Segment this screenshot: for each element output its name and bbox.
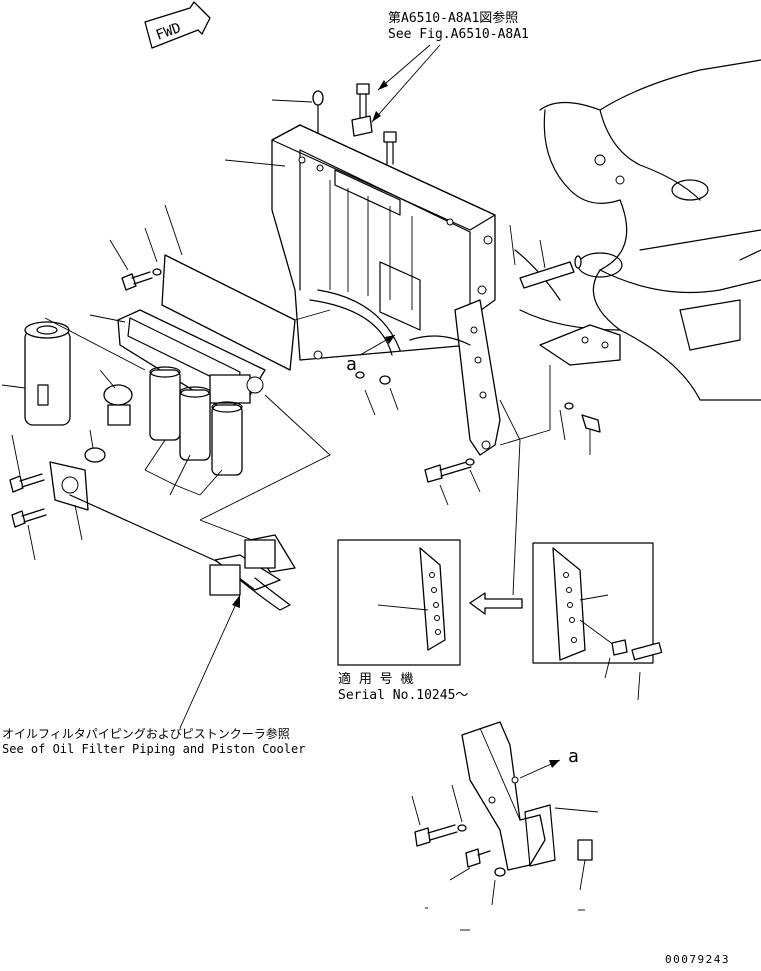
oil-pipe (209, 534, 296, 611)
view-a-label: a (568, 746, 579, 767)
filter-head (89, 309, 266, 411)
washer-pair (355, 371, 399, 416)
oil-ref-jp: オイルフィルタパイピングおよびピストンクーラ参照 (2, 726, 290, 741)
sensor-clamp (99, 369, 133, 426)
reference-top-jp: 第A6510-A8A1図参照 (388, 10, 518, 26)
cover-bolts (109, 227, 162, 291)
view-a-pin (577, 839, 593, 891)
flange-bolt-lower (11, 508, 47, 561)
view-a-bolt-1 (411, 784, 467, 847)
serial-label-jp: 適 用 号 機 (338, 671, 413, 687)
side-bracket (409, 299, 521, 456)
fwd-arrow-icon: FWD (144, 1, 211, 49)
drawing-number: 00079243 (665, 953, 730, 966)
inset-arrow-icon (469, 592, 523, 615)
inset-bolt (604, 639, 663, 701)
inset-new-bracket (337, 539, 461, 666)
inset-old-bracket (532, 542, 654, 664)
top-bolt (356, 83, 370, 119)
spacer-pin (509, 224, 582, 289)
clamp-block (351, 115, 373, 137)
view-a-bolt-2 (449, 848, 506, 906)
gasket (84, 429, 106, 463)
top-bolt-2 (383, 131, 397, 165)
loose-filter-cartridge (1, 317, 146, 426)
long-bolt (424, 458, 481, 506)
serial-label-en: Serial No.10245～ (338, 688, 468, 703)
oil-ref-en: See of Oil Filter Piping and Piston Cool… (2, 742, 305, 756)
reference-top-en: See Fig.A6510-A8A1 (388, 27, 529, 42)
engine-outline (514, 59, 761, 401)
view-marker-a: a (346, 354, 357, 375)
flange-bolt-upper (9, 434, 45, 493)
filter-element (144, 366, 243, 496)
reference-arrows (371, 44, 441, 123)
flange-adapter (49, 461, 226, 566)
mount-bolt (559, 402, 601, 455)
cover-plate (161, 204, 331, 371)
view-a-plate (461, 721, 599, 871)
engine-mount-plate (499, 324, 621, 446)
